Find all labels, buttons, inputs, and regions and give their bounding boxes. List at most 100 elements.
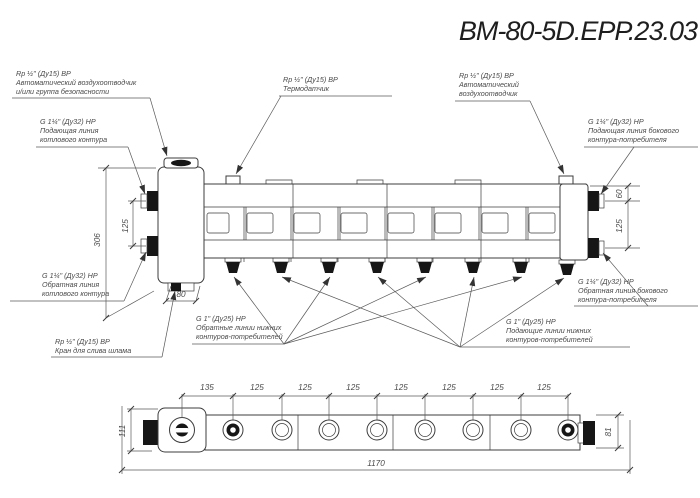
label-line: Термодатчик [283,84,330,93]
extension-lines [165,285,201,302]
top-caps [265,179,482,184]
shell-window [246,212,274,234]
dimension-ticks [129,197,137,250]
dimension-ticks [102,164,110,322]
manifold-shell [203,183,587,259]
dim-value: 60 [615,189,624,199]
leader-line [459,277,565,348]
dimension-ticks [127,405,135,455]
extension-lines [181,394,569,420]
shell-window [434,212,462,234]
label-line: G 1¼" (Ду32) НР [40,117,96,126]
extension-lines [98,167,156,319]
dim-value: 125 [394,383,408,392]
label-line: контуров-потребителей [196,332,283,341]
side-supply-port [588,191,599,211]
label-line: Автоматический воздухоотводчик [15,78,137,87]
dimension-1170: 1170 [118,406,634,474]
label-line: G 1" (Ду25) НР [506,317,556,326]
dim-value: 80 [176,290,186,299]
label-line: Автоматический [458,80,519,89]
leader-line [529,100,565,175]
label-supply-boiler: G 1¼" (Ду32) НР Подающая линия котлового… [36,117,146,195]
dimension-81: 81 [596,411,624,452]
label-line: воздухоотводчик [459,89,518,98]
label-line: котлового контура [42,289,109,298]
dim-value: 125 [346,383,360,392]
dimension-ticks [118,466,634,474]
label-line: Подающая линия бокового [588,126,679,135]
shell-window [340,212,368,234]
leader-line [235,95,282,175]
leader-line [149,97,168,157]
label-line: Кран для слива шлама [55,346,131,355]
label-line: контура-потребителя [578,295,657,304]
leader-line [127,146,146,195]
side-circuit-end [559,183,605,261]
side-supply-step [598,193,605,209]
dim-value: 306 [93,233,102,247]
leader-line [600,146,635,195]
drain-plug [171,283,181,291]
dim-value: 111 [118,425,127,437]
label-line: и/или группа безопасности [16,87,109,96]
label-line: G 1¼" (Ду32) НР [588,117,644,126]
label-line: Обратные линии нижних [196,323,282,332]
outlet-nipples [224,257,576,275]
callouts: Rp ½" (Ду15) ВР Автоматический воздухоот… [10,69,698,358]
label-line: Rp ½" (Ду15) ВР [283,75,338,84]
dim-value: 125 [490,383,504,392]
label-line: Обратная линия бокового [578,286,668,295]
shell-full-joints [292,184,482,258]
thermo-port [225,175,241,185]
label-drain: Rp ½" (Ду15) ВР Кран для слива шлама [51,290,177,358]
drawing-title: BM-80-5D.EPP.23.03 [459,16,698,46]
shell-seam-lines [204,206,586,241]
label-line: Rp ½" (Ду15) ВР [16,69,71,78]
shell-windows [206,212,556,234]
side-view: 306 125 80 60 125 [93,157,640,322]
shell-window [387,212,415,234]
label-supply-side: G 1¼" (Ду32) НР Подающая линия бокового … [584,117,698,195]
leader-line [123,251,147,302]
label-line: Rp ½" (Ду15) ВР [55,337,110,346]
dimension-111: 111 [118,405,158,455]
label-line: контура-потребителя [588,135,667,144]
extension-lines [596,414,624,449]
air-vent-opening [171,159,191,167]
left-end-cap [143,420,158,445]
boiler-return-port [147,236,158,256]
dimension-80: 80 [162,285,201,305]
leader-line [161,290,177,358]
separator-block [140,157,205,292]
dimension-pitch-row: 135 125 125 125 125 125 125 125 [178,383,572,420]
label-line: котлового контура [40,135,107,144]
dim-value: 125 [250,383,264,392]
side-return-port [588,238,599,258]
label-line: Обратная линия [42,280,99,289]
label-return-lower: G 1" (Ду25) НР Обратные линии нижних кон… [192,276,523,345]
leader-line [377,276,461,348]
boiler-supply-port [147,191,158,211]
dimension-ticks [178,392,572,400]
separator-body [157,166,205,284]
dim-value: 125 [537,383,551,392]
label-line: G 1" (Ду25) НР [196,314,246,323]
label-line: G 1¼" (Ду32) НР [42,271,98,280]
label-air-vent: Rp ½" (Ду15) ВР Автоматический воздухоот… [455,71,565,175]
shell-window [528,212,556,234]
extension-lines [121,406,631,474]
dimension-ticks [624,182,632,252]
leader-line [283,276,427,345]
label-return-boiler: G 1¼" (Ду32) НР Обратная линия котлового… [10,251,147,302]
dimension-ticks [162,297,200,305]
dim-value: 125 [298,383,312,392]
label-line: G 1¼" (Ду32) НР [578,277,634,286]
extension-lines [590,185,640,249]
dimension-125-left: 125 [121,197,146,250]
leader-line [283,276,523,345]
shell-window [293,212,321,234]
manifold-body [203,175,605,275]
dimension-306: 306 [93,164,156,322]
